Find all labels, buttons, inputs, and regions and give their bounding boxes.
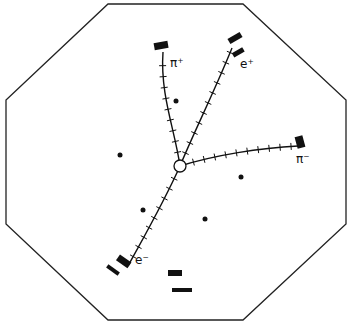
hit-tick: [257, 146, 259, 153]
hit-ticks: [130, 51, 291, 258]
hit-tick: [160, 76, 167, 78]
hit-bar: [172, 288, 192, 292]
hit-tick: [187, 142, 193, 145]
hit-tick: [146, 226, 152, 229]
pi-plus-track: [163, 52, 180, 166]
hit-bar: [116, 255, 131, 269]
hit-bar: [232, 47, 245, 57]
hit-dot: [239, 175, 244, 180]
particle-label: e⁺: [240, 58, 254, 70]
hit-tick: [214, 154, 215, 161]
hit-tick: [159, 65, 166, 66]
hit-bar: [227, 32, 242, 44]
hit-tick: [162, 98, 169, 99]
hit-tick: [236, 149, 237, 156]
hit-tick: [169, 130, 176, 132]
hit-bar: [168, 270, 182, 276]
hit-tick: [141, 236, 147, 239]
hit-tick: [214, 82, 220, 85]
hit-tick: [200, 112, 206, 115]
hit-tick: [193, 159, 195, 166]
hit-tick: [196, 122, 202, 125]
hit-dot: [118, 153, 123, 158]
hit-tick: [218, 71, 224, 74]
hit-dot: [174, 99, 179, 104]
hit-tick: [135, 245, 141, 248]
hit-tick: [182, 152, 188, 155]
hit-tick: [279, 144, 281, 151]
particle-label: e⁻: [135, 254, 149, 266]
hit-tick: [205, 102, 211, 105]
particle-tracks: [128, 48, 298, 266]
hit-tick: [247, 148, 248, 155]
hit-bar: [106, 264, 120, 275]
vertex-circle: [174, 160, 186, 172]
hit-tick: [167, 119, 174, 121]
e-minus-track: [128, 166, 180, 266]
hit-bar: [295, 135, 306, 149]
hit-tick: [225, 151, 226, 158]
hit-tick: [191, 132, 197, 135]
particle-label: π⁺: [170, 57, 184, 69]
hit-tick: [161, 197, 167, 200]
hit-tick: [203, 156, 205, 163]
hit-tick: [268, 145, 270, 152]
hit-tick: [174, 152, 181, 153]
hit-tick: [209, 92, 215, 95]
hit-tick: [156, 207, 162, 210]
detector-outline: [6, 4, 346, 320]
hit-tick: [166, 187, 172, 190]
e-plus-track: [180, 48, 232, 166]
hit-bar: [154, 41, 169, 50]
hit-tick: [172, 141, 179, 143]
calorimeter-hits: [106, 32, 305, 292]
stray-hits: [118, 99, 244, 222]
hit-tick: [290, 143, 291, 150]
hit-dot: [141, 208, 146, 213]
hit-dot: [203, 217, 208, 222]
hit-tick: [161, 87, 168, 89]
hit-tick: [151, 216, 157, 219]
hit-tick: [165, 109, 172, 110]
hit-tick: [171, 177, 177, 180]
particle-label: π⁻: [296, 153, 310, 165]
hit-tick: [223, 61, 229, 64]
